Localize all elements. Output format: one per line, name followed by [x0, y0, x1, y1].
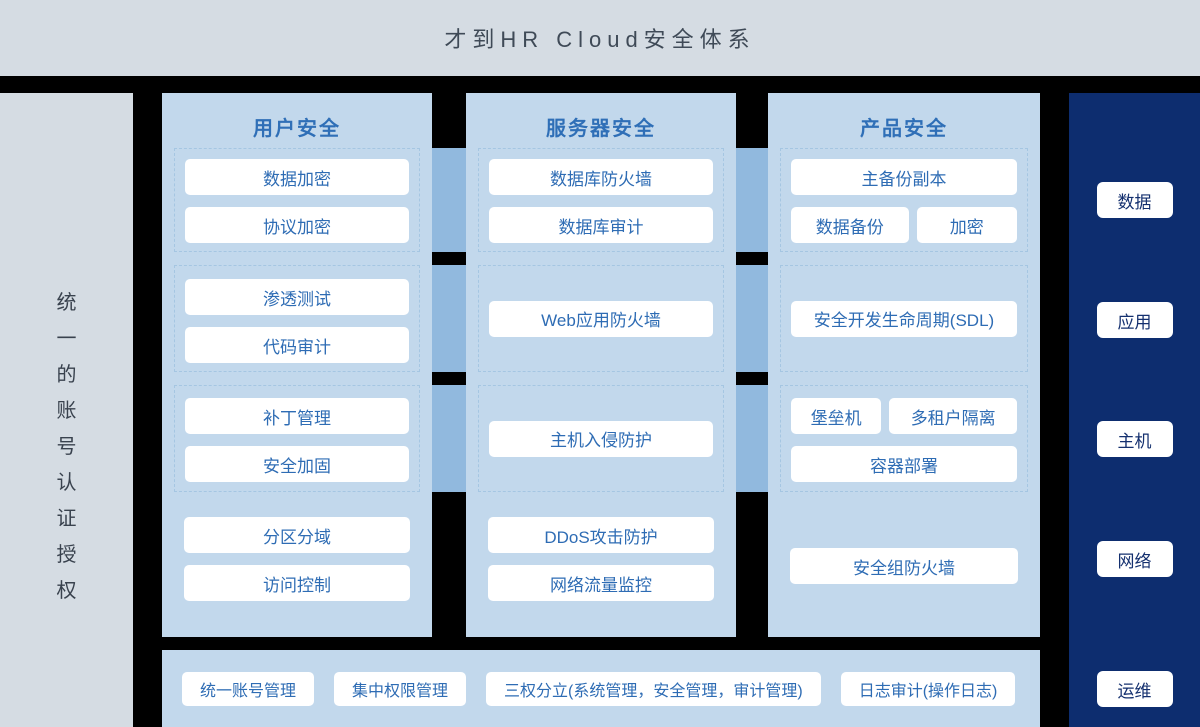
security-item: 代码审计: [185, 327, 409, 363]
layer-chip-network: 网络: [1096, 541, 1173, 577]
column-title: 服务器安全: [546, 117, 656, 140]
security-item-row: 堡垒机 多租户隔离: [791, 398, 1017, 434]
governance-bar: 统一账号管理 集中权限管理 三权分立(系统管理，安全管理，审计管理) 日志审计(…: [162, 650, 1040, 727]
security-item: 安全开发生命周期(SDL): [791, 300, 1017, 337]
group-network-layer: 安全组防火墙: [780, 495, 1028, 637]
security-item: 数据库审计: [489, 207, 713, 243]
governance-item: 集中权限管理: [334, 672, 467, 706]
security-item: 分区分域: [184, 517, 410, 553]
security-item: 数据备份: [791, 207, 909, 243]
security-item-row: 数据备份 加密: [791, 207, 1017, 243]
connector-strip: [736, 148, 768, 252]
column-title: 产品安全: [860, 117, 948, 140]
security-item: 容器部署: [791, 446, 1017, 482]
security-item: 主备份副本: [791, 159, 1017, 195]
security-item: 堡垒机: [791, 398, 882, 434]
page-title: 才到HR Cloud安全体系: [444, 27, 756, 52]
vertical-label-unified-auth: 统一的账号认证授权: [56, 292, 77, 602]
security-item: 多租户隔离: [889, 398, 1017, 434]
security-item: 补丁管理: [185, 398, 409, 434]
group-app-layer: Web应用防火墙: [478, 265, 724, 372]
security-item: 协议加密: [185, 207, 409, 243]
group-data-layer: 数据加密 协议加密: [174, 148, 420, 252]
layer-chip-host: 主机: [1096, 421, 1173, 457]
layer-sidebar: 数据 应用 主机 网络 运维: [1069, 93, 1200, 727]
group-host-layer: 堡垒机 多租户隔离 容器部署: [780, 385, 1028, 492]
security-item: 数据库防火墙: [489, 159, 713, 195]
security-item: 主机入侵防护: [489, 420, 713, 457]
security-item: DDoS攻击防护: [488, 517, 714, 553]
column-server-security: 服务器安全 数据库防火墙 数据库审计 Web应用防火墙 主机入侵防护 DDoS攻…: [466, 93, 736, 637]
layer-chip-data: 数据: [1096, 182, 1173, 218]
security-item: 访问控制: [184, 565, 410, 601]
security-item: 安全组防火墙: [790, 548, 1018, 584]
security-item: 安全加固: [185, 446, 409, 482]
governance-item: 日志审计(操作日志): [840, 672, 1016, 706]
security-item: 网络流量监控: [488, 565, 714, 601]
group-host-layer: 补丁管理 安全加固: [174, 385, 420, 492]
group-host-layer: 主机入侵防护: [478, 385, 724, 492]
connector-strip: [432, 265, 466, 372]
group-data-layer: 主备份副本 数据备份 加密: [780, 148, 1028, 252]
group-data-layer: 数据库防火墙 数据库审计: [478, 148, 724, 252]
app-header: 才到HR Cloud安全体系: [0, 0, 1200, 76]
group-app-layer: 渗透测试 代码审计: [174, 265, 420, 372]
security-item: 加密: [916, 207, 1017, 243]
security-item: 数据加密: [185, 159, 409, 195]
group-app-layer: 安全开发生命周期(SDL): [780, 265, 1028, 372]
unified-auth-sidebar: 统一的账号认证授权: [0, 93, 133, 727]
group-network-layer: 分区分域 访问控制: [174, 495, 420, 637]
connector-strip: [736, 265, 768, 372]
column-title: 用户安全: [253, 117, 341, 140]
connector-strip: [736, 385, 768, 492]
governance-item: 统一账号管理: [182, 672, 315, 706]
column-product-security: 产品安全 主备份副本 数据备份 加密 安全开发生命周期(SDL) 堡垒机 多租户…: [768, 93, 1040, 637]
security-item: 渗透测试: [185, 279, 409, 315]
layer-chip-application: 应用: [1096, 302, 1173, 338]
group-network-layer: DDoS攻击防护 网络流量监控: [478, 495, 724, 637]
column-user-security: 用户安全 数据加密 协议加密 渗透测试 代码审计 补丁管理 安全加固 分区分域 …: [162, 93, 432, 637]
security-item: Web应用防火墙: [489, 300, 713, 337]
governance-item: 三权分立(系统管理，安全管理，审计管理): [486, 672, 821, 706]
layer-chip-operations: 运维: [1096, 671, 1173, 707]
connector-strip: [432, 385, 466, 492]
connector-strip: [432, 148, 466, 252]
